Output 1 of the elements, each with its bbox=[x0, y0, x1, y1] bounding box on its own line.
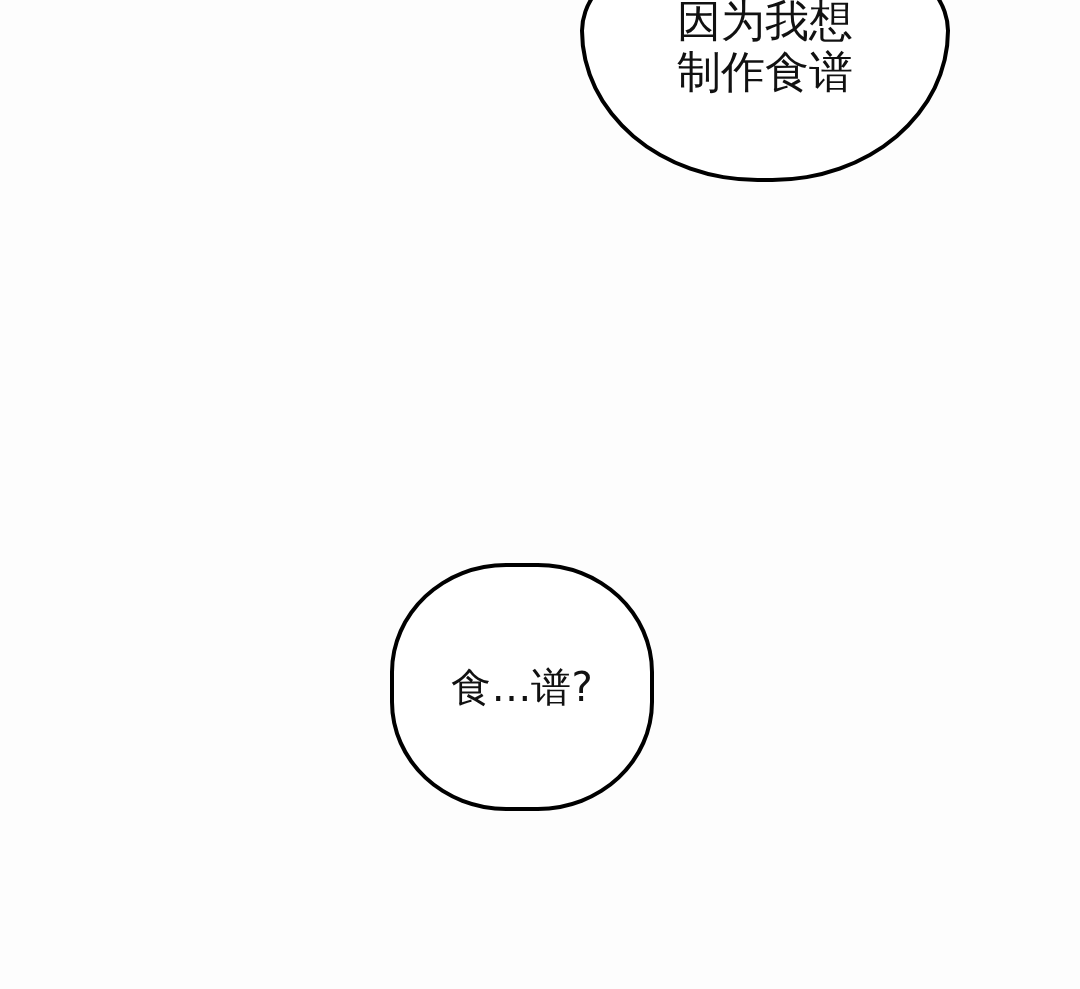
speech-text: 食…谱? bbox=[450, 664, 594, 710]
